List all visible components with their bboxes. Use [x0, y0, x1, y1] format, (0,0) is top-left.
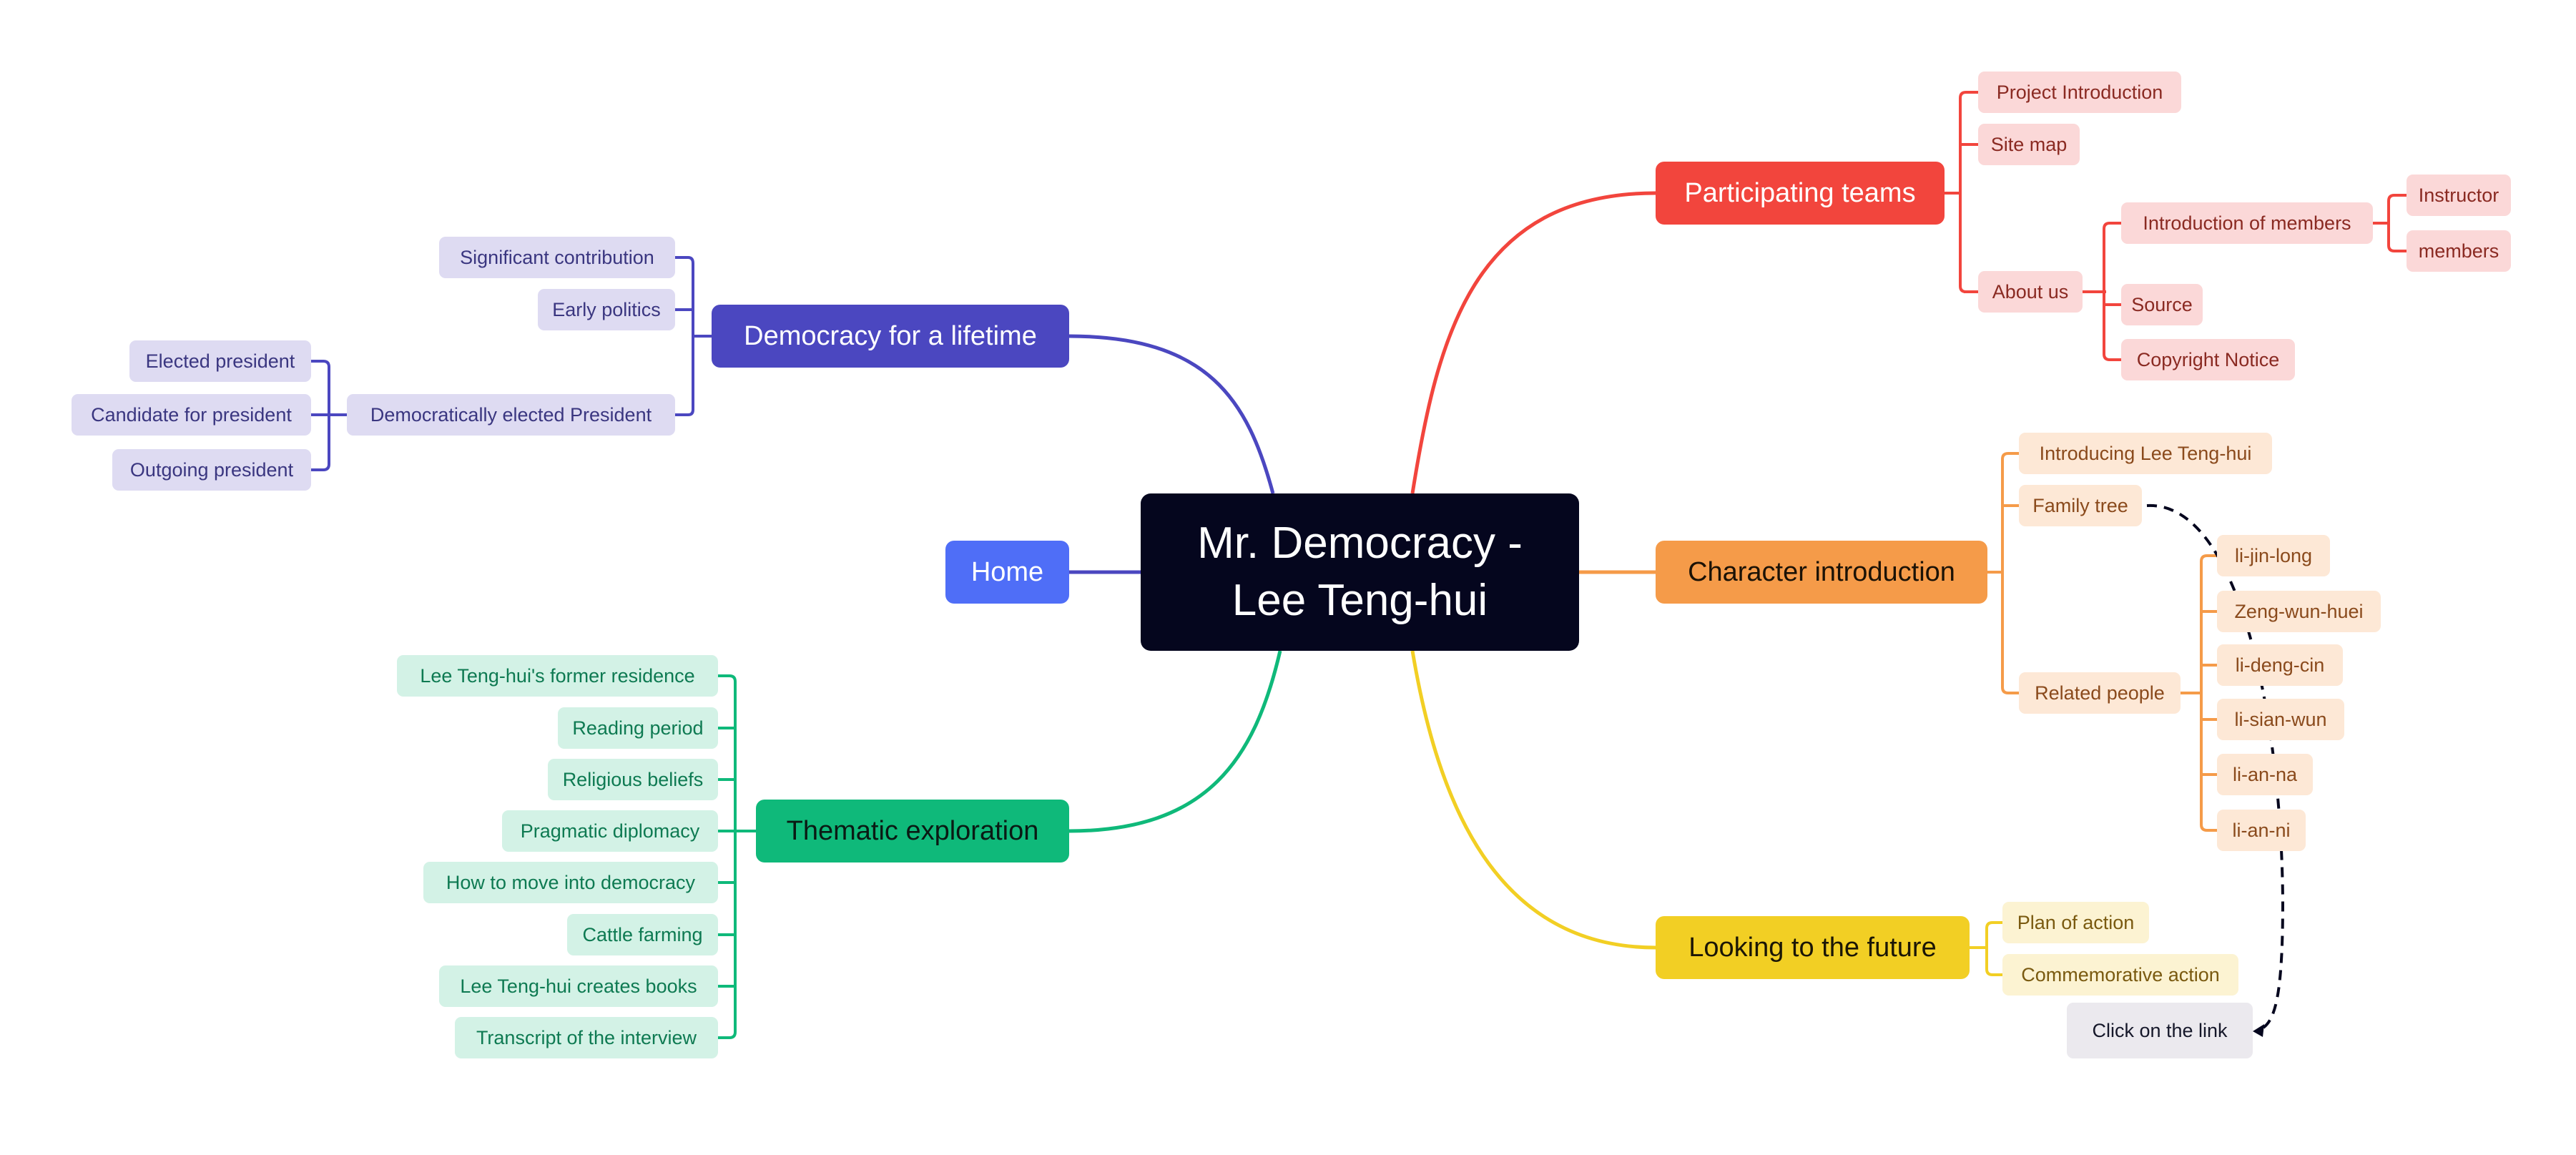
topic-move-into-democracy[interactable]: How to move into democracy	[423, 862, 718, 903]
topic-commemorative-action[interactable]: Commemorative action	[2002, 954, 2238, 996]
edge-thematic	[1068, 650, 1282, 833]
arrowhead-icon	[2253, 1024, 2264, 1037]
person-li-jin-long[interactable]: li-jin-long	[2217, 535, 2330, 576]
topic-former-residence[interactable]: Lee Teng-hui's former residence	[397, 655, 718, 697]
topic-creates-books[interactable]: Lee Teng-hui creates books	[439, 965, 718, 1007]
topic-plan-of-action[interactable]: Plan of action	[2002, 902, 2149, 943]
topic-candidate-for-president[interactable]: Candidate for president	[72, 394, 311, 436]
topic-members[interactable]: members	[2407, 230, 2511, 272]
central-topic-line2: Lee Teng-hui	[1232, 576, 1488, 625]
branch-future[interactable]: Looking to the future	[1656, 916, 1970, 979]
branch-teams[interactable]: Participating teams	[1656, 162, 1945, 225]
topic-cattle-farming[interactable]: Cattle farming	[567, 914, 718, 955]
topic-significant-contribution[interactable]: Significant contribution	[439, 237, 675, 278]
topic-democratically-elected-president[interactable]: Democratically elected President	[347, 394, 675, 436]
person-li-an-ni[interactable]: li-an-ni	[2217, 810, 2306, 851]
central-topic-line1: Mr. Democracy -	[1197, 518, 1523, 568]
person-li-sian-wun[interactable]: li-sian-wun	[2217, 699, 2344, 740]
topic-outgoing-president[interactable]: Outgoing president	[112, 449, 311, 491]
topic-introducing-lee-teng-hui[interactable]: Introducing Lee Teng-hui	[2019, 433, 2272, 474]
topic-project-introduction[interactable]: Project Introduction	[1978, 72, 2181, 113]
branch-democracy[interactable]: Democracy for a lifetime	[712, 305, 1069, 368]
branch-character[interactable]: Character introduction	[1656, 541, 1987, 604]
topic-introduction-of-members[interactable]: Introduction of members	[2121, 202, 2373, 244]
topic-copyright-notice[interactable]: Copyright Notice	[2121, 339, 2295, 380]
person-li-an-na[interactable]: li-an-na	[2217, 754, 2313, 795]
topic-about-us[interactable]: About us	[1978, 271, 2083, 313]
edge-democracy	[1068, 334, 1275, 494]
topic-religious-beliefs[interactable]: Religious beliefs	[548, 759, 718, 800]
edge-future	[1410, 650, 1656, 950]
topic-elected-president[interactable]: Elected president	[129, 340, 311, 382]
person-zeng-wun-huei[interactable]: Zeng-wun-huei	[2217, 591, 2381, 632]
topic-reading-period[interactable]: Reading period	[558, 707, 718, 749]
branch-thematic[interactable]: Thematic exploration	[756, 800, 1069, 862]
edge-teams	[1410, 191, 1656, 494]
topic-related-people[interactable]: Related people	[2019, 672, 2181, 714]
person-li-deng-cin[interactable]: li-deng-cin	[2217, 644, 2343, 686]
topic-source[interactable]: Source	[2121, 284, 2203, 325]
branch-home[interactable]: Home	[945, 541, 1069, 604]
topic-transcript-interview[interactable]: Transcript of the interview	[455, 1017, 718, 1058]
topic-early-politics[interactable]: Early politics	[538, 289, 675, 330]
topic-site-map[interactable]: Site map	[1978, 124, 2080, 165]
central-topic[interactable]: Mr. Democracy - Lee Teng-hui	[1141, 493, 1579, 651]
link-note[interactable]: Click on the link	[2067, 1003, 2253, 1058]
topic-family-tree[interactable]: Family tree	[2019, 485, 2142, 526]
topic-instructor[interactable]: Instructor	[2407, 175, 2511, 216]
topic-pragmatic-diplomacy[interactable]: Pragmatic diplomacy	[502, 810, 718, 852]
